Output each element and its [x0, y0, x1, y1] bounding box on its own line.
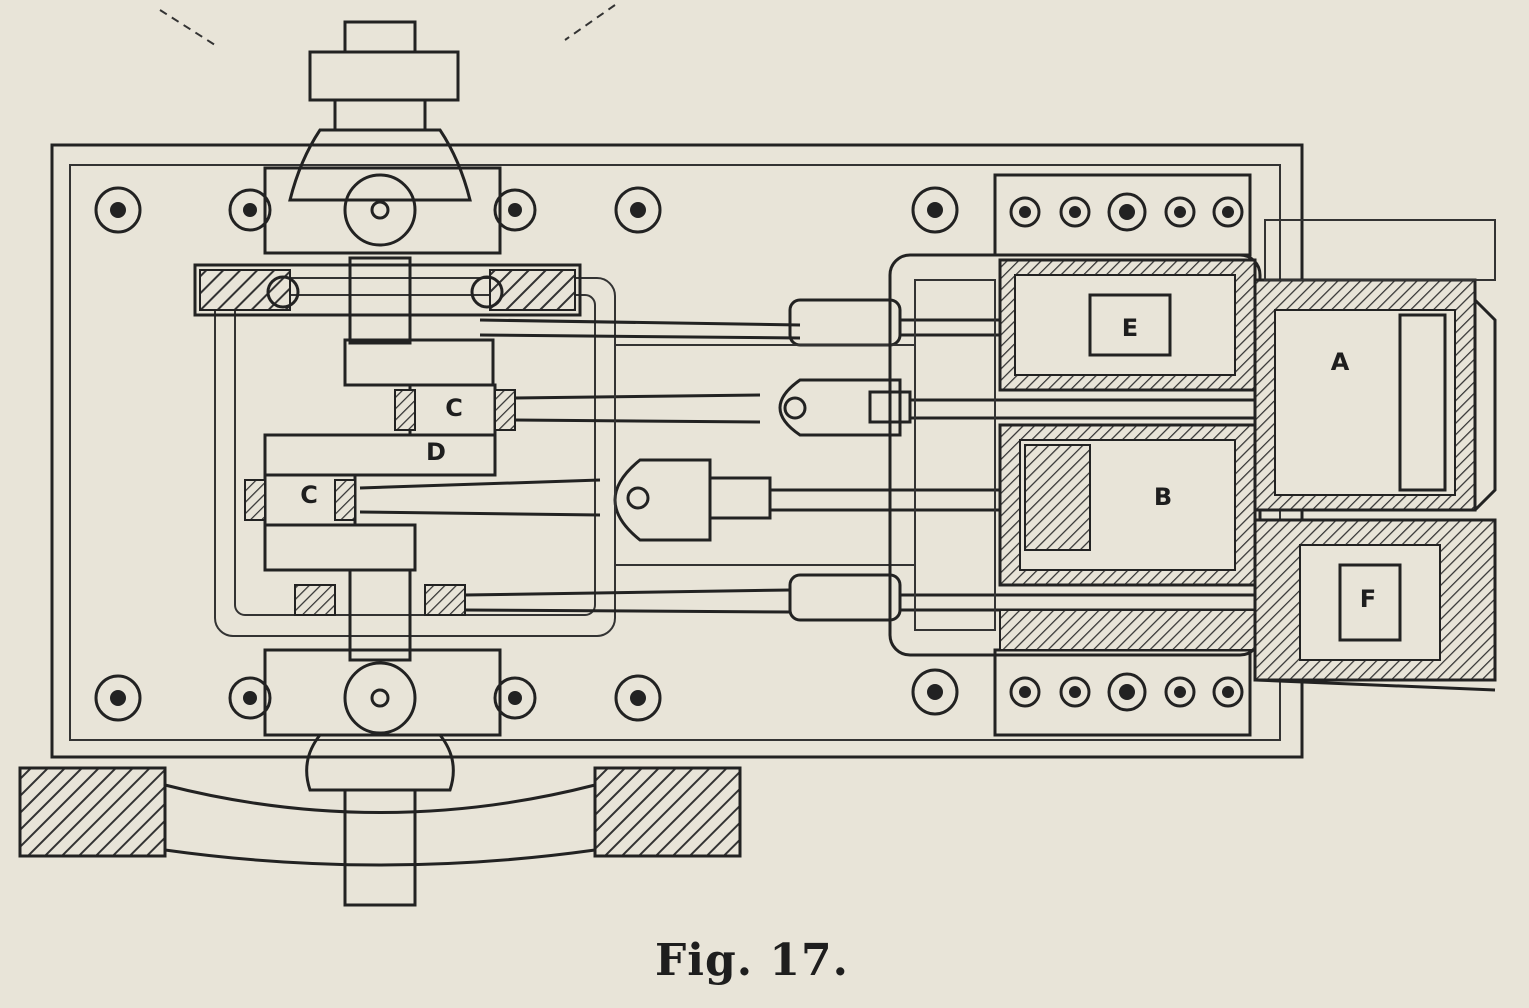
- label-e: E: [1122, 314, 1138, 342]
- label-c-lower: C: [300, 481, 318, 509]
- label-f: F: [1360, 585, 1376, 613]
- label-a: A: [1331, 348, 1350, 376]
- cylinder-f: [1253, 518, 1497, 692]
- label-b: B: [1154, 483, 1172, 511]
- lower-bearing: [263, 568, 502, 907]
- cylinder-a: [1253, 219, 1497, 512]
- part-labels: A B C C D E F: [300, 314, 1376, 613]
- label-d: D: [426, 438, 446, 466]
- upper-bearing: [193, 20, 582, 345]
- crankshaft: [244, 338, 516, 616]
- top-arc-marks: [159, 4, 616, 46]
- cylinder-block: [993, 173, 1257, 737]
- foundation: [18, 766, 742, 867]
- bolt-holes: [94, 186, 1244, 722]
- label-c-upper: C: [445, 394, 463, 422]
- figure-caption: Fig. 17.: [655, 935, 849, 986]
